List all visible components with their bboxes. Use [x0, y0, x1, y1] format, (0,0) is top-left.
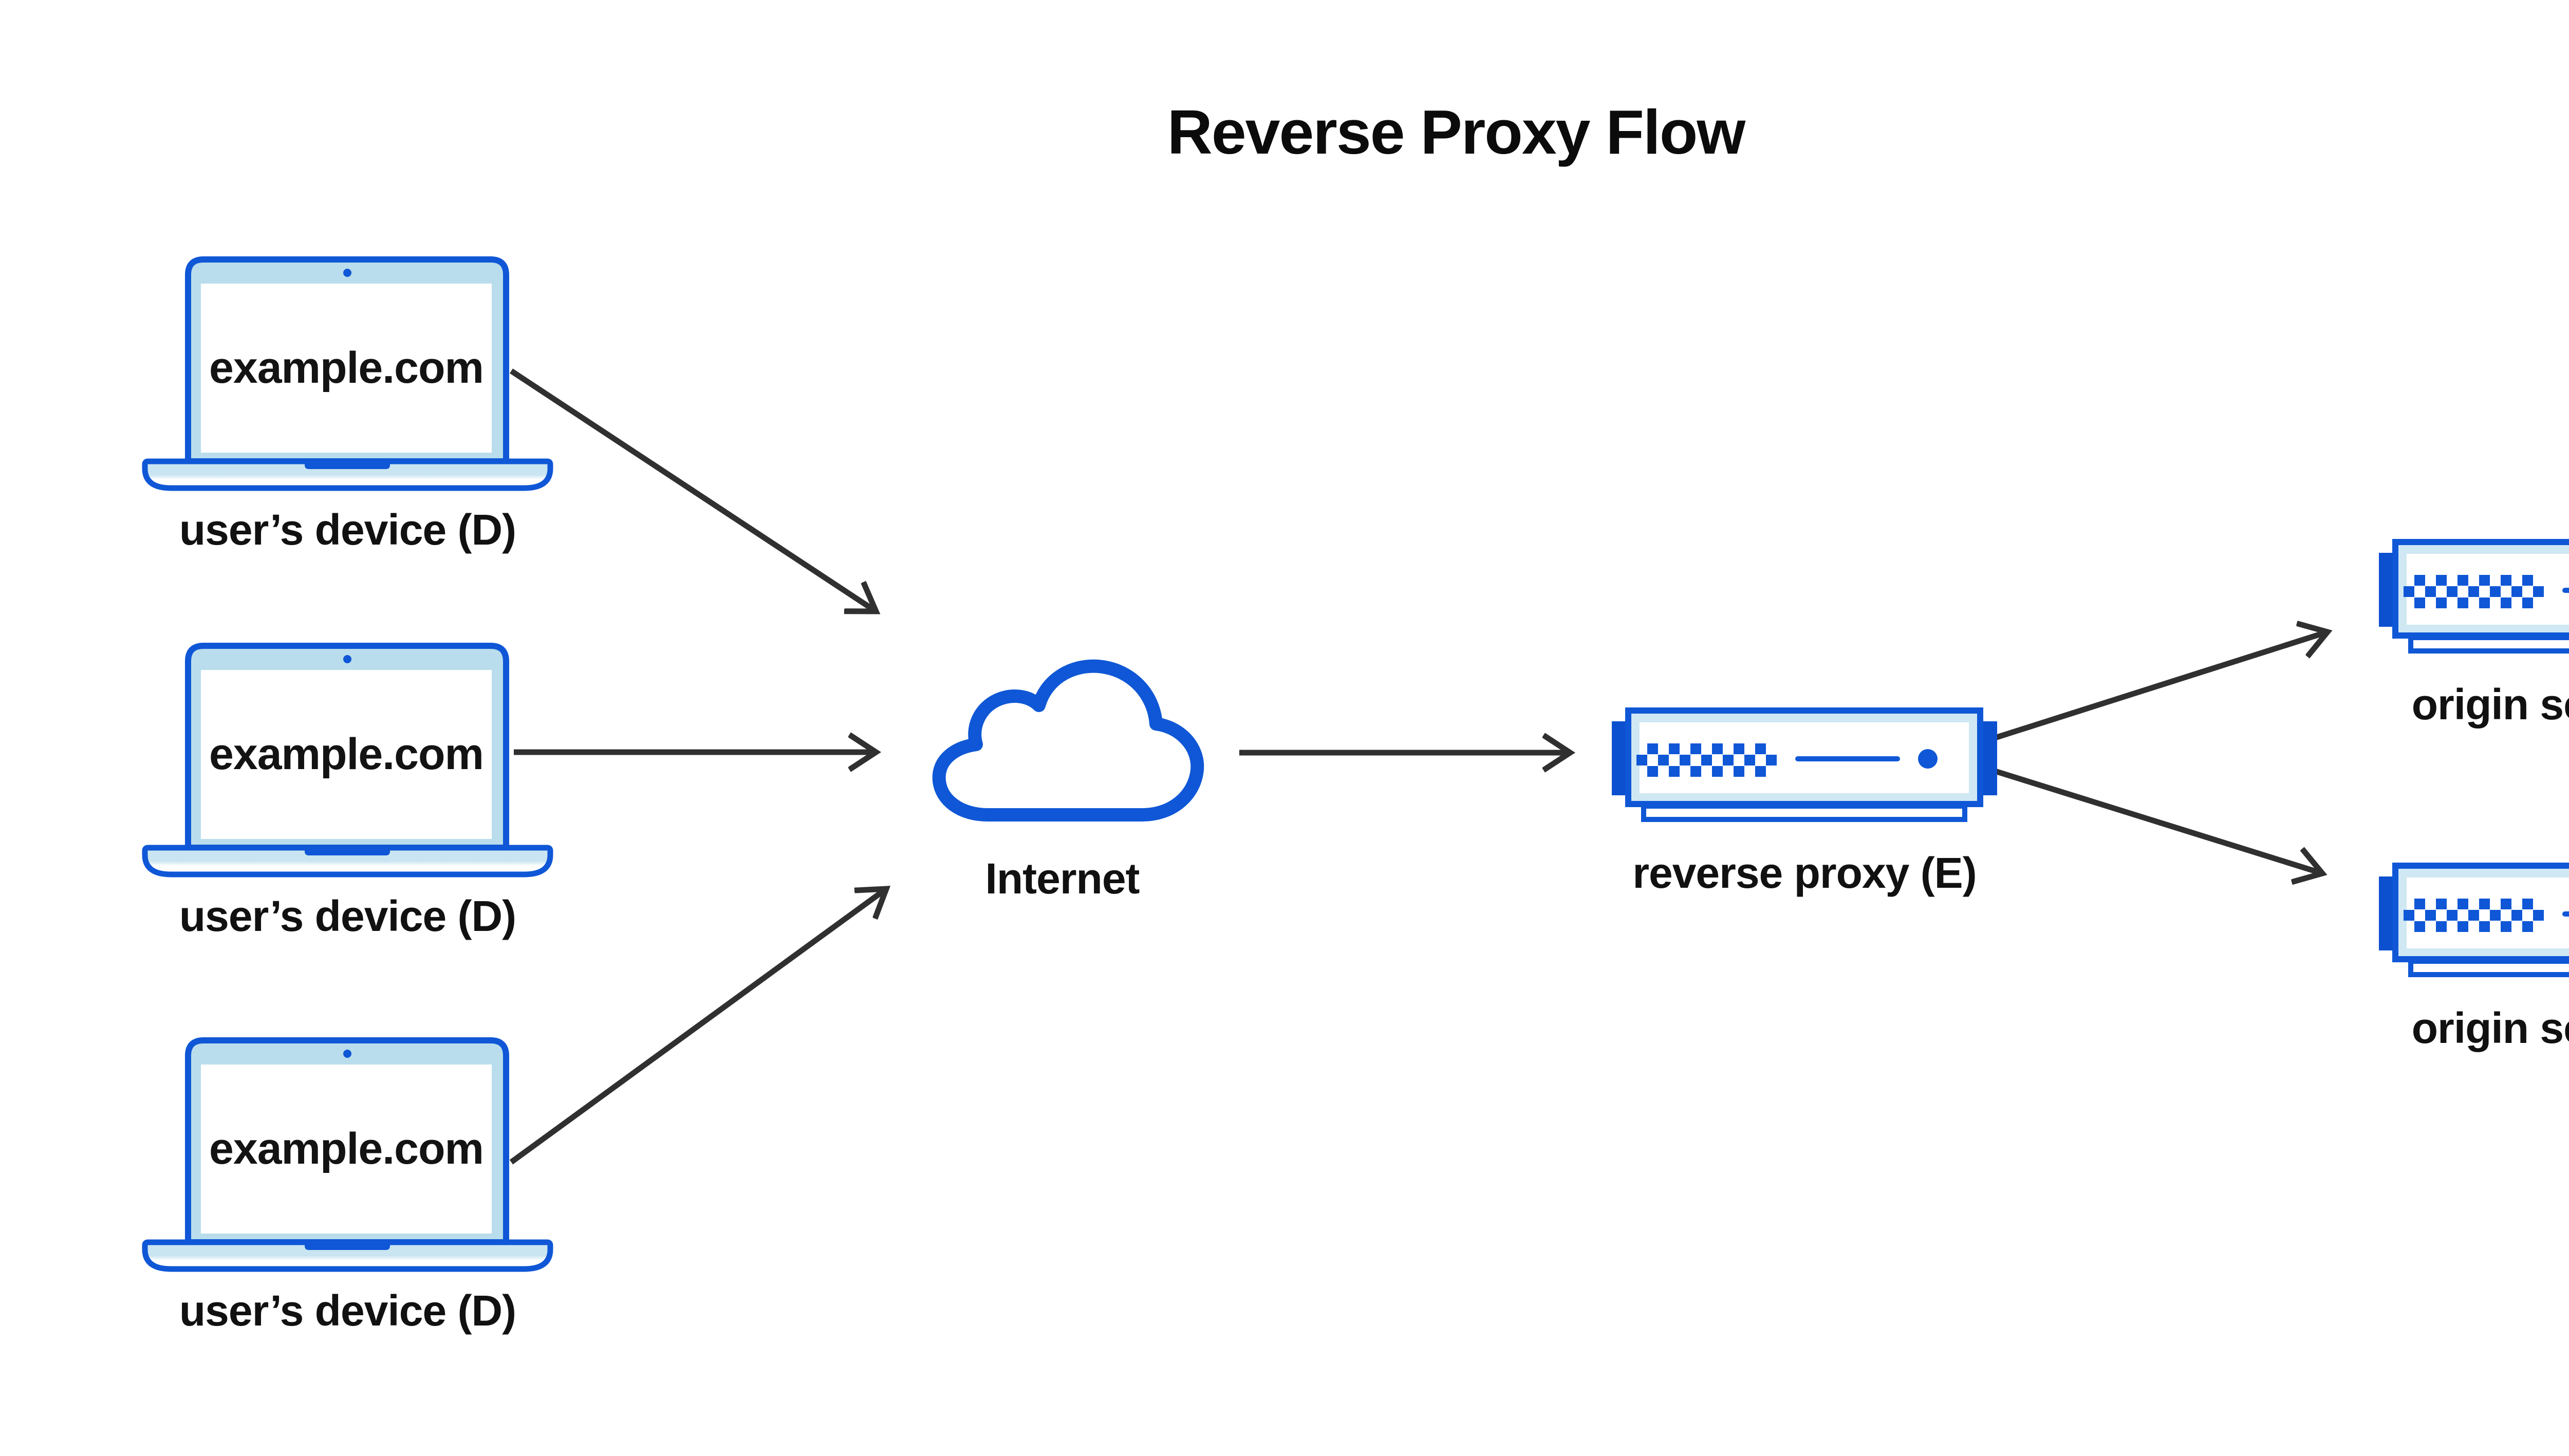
diagram-title: Reverse Proxy Flow	[1167, 97, 1746, 167]
server-icon	[1612, 707, 1997, 822]
server-icon	[2379, 863, 2569, 977]
arrow-proxy-to-origin2	[1993, 768, 2322, 873]
laptop-icon	[142, 643, 553, 878]
internet-label: Internet	[985, 854, 1140, 903]
origin-server-node-1: origin server (F)	[2376, 536, 2569, 729]
server-vents	[2404, 575, 2544, 608]
server-vents	[2404, 899, 2544, 932]
laptop-icon	[142, 1037, 553, 1272]
camera-dot-icon	[343, 1050, 351, 1058]
user-device-node-3: example.com user’s device (D)	[141, 1036, 554, 1335]
arrow-device3-to-internet	[509, 889, 886, 1165]
cloud-icon	[932, 659, 1204, 822]
arrow-device1-to-internet	[509, 368, 876, 611]
device-screen-url: example.com	[209, 1124, 484, 1173]
internet-node: Internet	[920, 648, 1205, 903]
server-icon	[2379, 539, 2569, 654]
device-screen-url: example.com	[209, 343, 484, 393]
laptop-icon	[142, 256, 553, 491]
device-label: user’s device (D)	[179, 892, 516, 940]
camera-dot-icon	[343, 655, 351, 663]
server-power-led	[1918, 749, 1938, 769]
reverse-proxy-label: reverse proxy (E)	[1632, 849, 1977, 897]
camera-dot-icon	[343, 269, 351, 277]
origin-server-node-2: origin server (F)	[2376, 860, 2569, 1052]
arrow-proxy-to-origin1	[1993, 632, 2328, 741]
device-label: user’s device (D)	[179, 1286, 516, 1335]
origin-server-label: origin server (F)	[2411, 680, 2569, 729]
reverse-proxy-node: reverse proxy (E)	[1609, 704, 2000, 897]
server-vents	[1636, 743, 1777, 777]
origin-server-label: origin server (F)	[2411, 1004, 2569, 1052]
user-device-node-1: example.com user’s device (D)	[141, 255, 554, 554]
device-screen-url: example.com	[209, 730, 484, 779]
device-label: user’s device (D)	[179, 506, 516, 554]
user-device-node-2: example.com user’s device (D)	[141, 642, 554, 940]
